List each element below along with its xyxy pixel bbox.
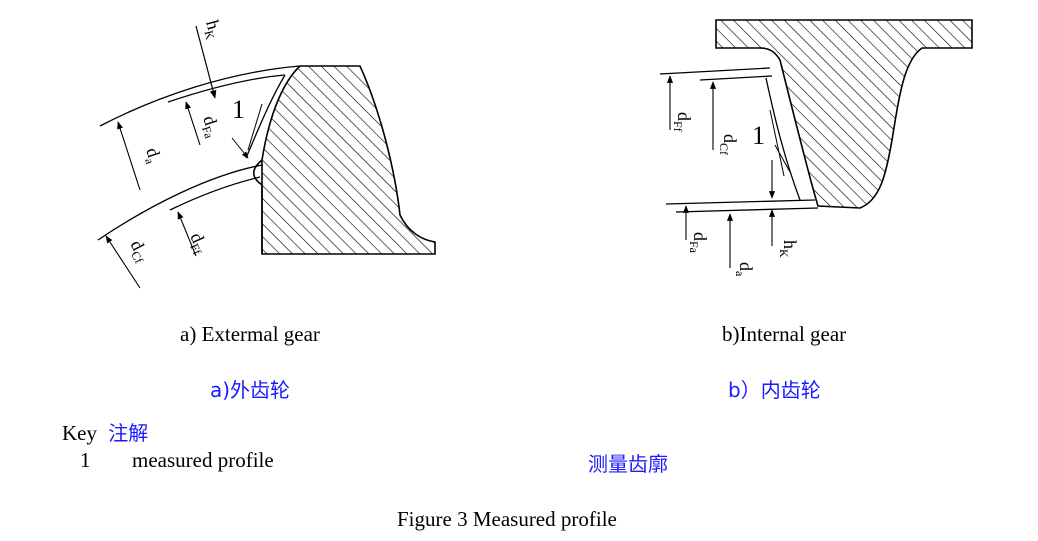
internal-label-da: da [733, 262, 756, 277]
external-da-dim [117, 121, 141, 191]
external-label-dfa: dFa [196, 113, 225, 141]
internal-label-1: 1 [752, 121, 765, 150]
internal-label-dff: dFf [671, 112, 694, 132]
external-dff-dim [177, 211, 197, 257]
internal-gear-caption-cn: b）内齿轮 [728, 378, 821, 402]
internal-label-dfa: dFa [687, 232, 710, 254]
external-gear-tooth [261, 65, 436, 255]
key-title-en: Key [62, 421, 97, 445]
external-dff-circle [169, 176, 261, 211]
key-item-number: 1 [80, 448, 91, 472]
external-label-da: da [139, 145, 166, 166]
internal-dfa-circle [665, 199, 816, 205]
external-gear-drawing: hK 1 dFa da dCf dFf [97, 18, 436, 289]
internal-gear-drawing: dFf dCf 1 dFa da hK [659, 19, 973, 277]
internal-measured-profile [765, 77, 801, 201]
external-label-dff: dFf [184, 229, 213, 256]
internal-label-hk: hK [777, 240, 800, 258]
internal-label-dcf: dCf [717, 134, 740, 155]
external-tip-circle [99, 65, 301, 127]
key-title: Key 注解 [62, 417, 148, 446]
key-title-cn: 注解 [108, 421, 149, 445]
external-measured-profile [245, 74, 286, 159]
external-dfa-circle [167, 74, 286, 103]
external-label-dcf: dCf [124, 236, 154, 265]
external-dcf-circle [97, 164, 263, 241]
internal-gear-body [715, 19, 973, 209]
key-item-text-cn: 测量齿廓 [588, 452, 668, 476]
external-label-hk: hK [199, 18, 226, 41]
key-item-text: measured profile [132, 448, 274, 472]
figure-caption: Figure 3 Measured profile [397, 507, 617, 531]
internal-gear-caption: b)Internal gear [722, 322, 847, 346]
external-gear-caption-cn: a)外齿轮 [210, 378, 291, 402]
external-label-1: 1 [232, 95, 245, 124]
external-hk-arrow [195, 25, 217, 99]
external-dfa-dim [185, 101, 201, 146]
external-dcf-dim [105, 235, 141, 289]
external-gear-caption: a) Extermal gear [180, 322, 320, 346]
internal-dff-circle [659, 67, 771, 75]
internal-da-circle [675, 207, 819, 213]
